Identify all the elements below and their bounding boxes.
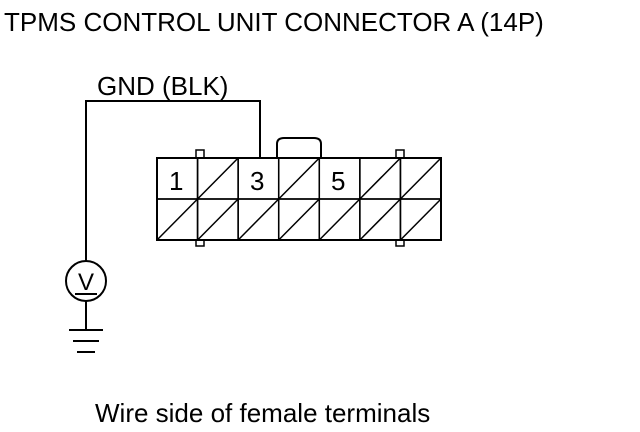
voltmeter-icon: V [65, 260, 107, 302]
diagram-caption: Wire side of female terminals [95, 398, 430, 428]
locator-tab-top-left [195, 149, 205, 159]
pin-label-3: 3 [250, 166, 264, 196]
pin-label-1: 1 [169, 166, 183, 196]
ground-wire [85, 100, 261, 262]
connector-latch [276, 137, 322, 157]
diagram-title: TPMS CONTROL UNIT CONNECTOR A (14P) [4, 7, 544, 37]
voltmeter-symbol: V [78, 269, 94, 296]
pin-label-5: 5 [331, 166, 345, 196]
terminal-cavity-14 [399, 198, 442, 241]
ground-icon [69, 329, 103, 353]
locator-tab-top-right [395, 149, 405, 159]
connector-body: 1 3 5 [156, 137, 442, 247]
wire-label: GND (BLK) [97, 71, 228, 101]
